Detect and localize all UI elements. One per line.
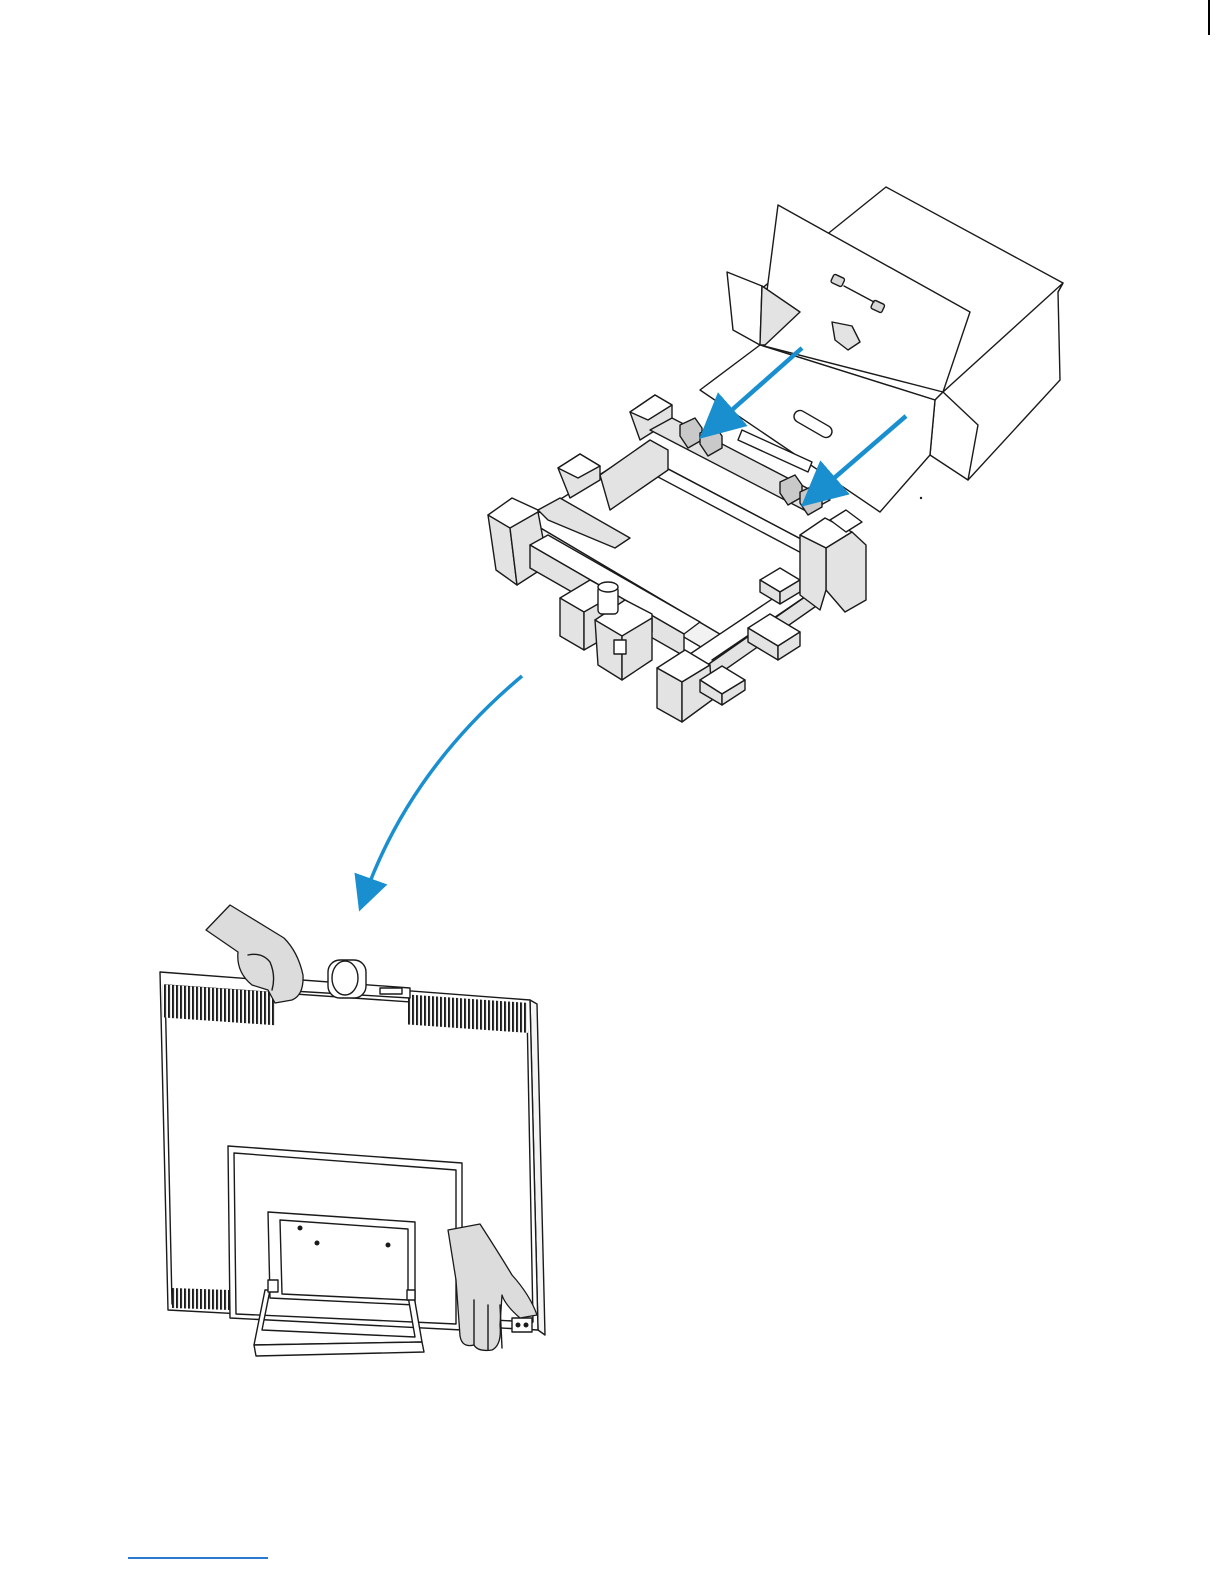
camera-icon (598, 582, 618, 614)
foam-end-block-right (800, 510, 866, 612)
footer-rule (128, 1557, 268, 1559)
camera-icon-top (328, 960, 366, 998)
rear-ports (512, 1318, 532, 1332)
lift-arrow-curved (365, 676, 522, 895)
vent-bottom-left (172, 1288, 230, 1310)
